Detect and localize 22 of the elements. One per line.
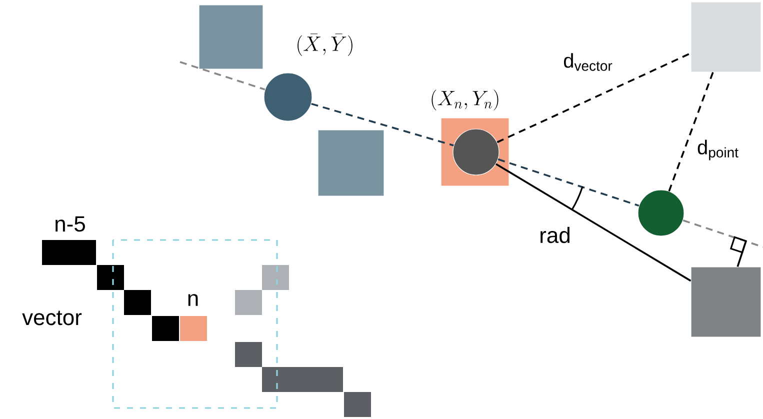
square [690,266,762,338]
text-label: vector [22,310,82,326]
point-circle [452,128,500,176]
edge-label: d$_{point}$ [696,138,740,162]
text-label: n [188,294,198,306]
connector-line [496,163,692,282]
connector-line [180,61,266,90]
square [690,2,762,72]
square [318,130,384,196]
coordinate-label: $(X_n,Y_n)$ [432,90,498,110]
point-circle [638,190,684,236]
square [198,4,264,70]
connector-line [730,236,747,267]
coordinate-label: $(\bar{X},\bar{Y})$ [298,34,352,56]
text-label: n-5 [56,216,85,232]
point-circle [264,72,312,122]
text-label: rad [540,226,570,244]
connector-line [311,102,454,146]
connector-line [498,158,640,207]
connector-line [668,72,714,192]
connector-line [496,52,692,144]
edge-label: d$_{vector}$ [562,52,614,72]
